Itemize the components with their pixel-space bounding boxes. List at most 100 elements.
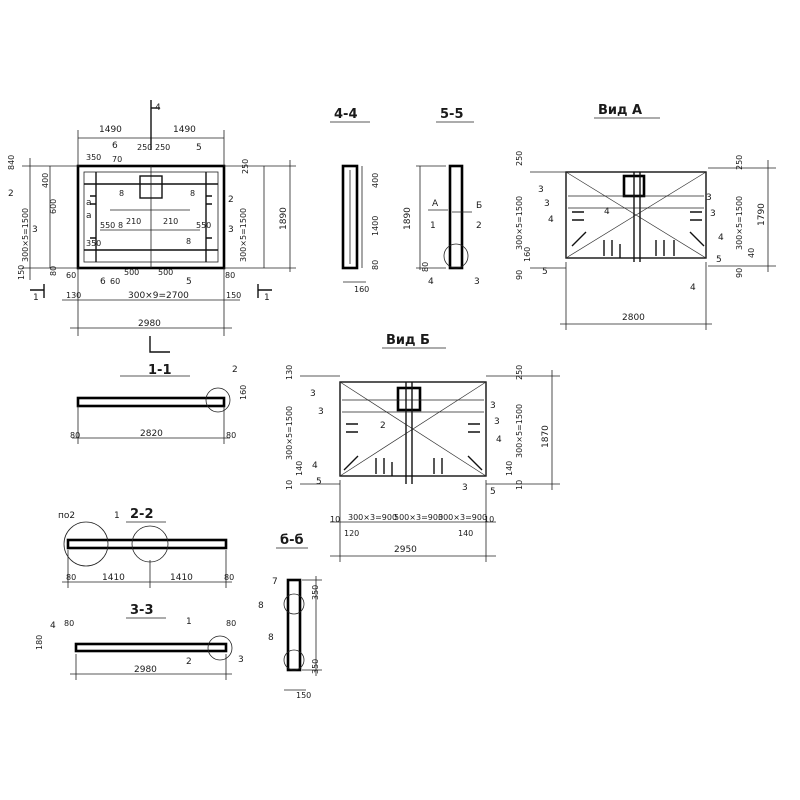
sec55-mark-A: А	[432, 199, 439, 209]
vidA-dim-1500-right: 300×5=1500	[735, 196, 744, 250]
sec55-dim-80: 80	[421, 262, 430, 272]
section-2-2: 2-2 80 1410 1410 80 по2 1	[58, 507, 234, 588]
sec11-dim-2820: 2820	[140, 429, 163, 439]
sec55-mark-2: 2	[476, 221, 482, 231]
sec33-mark-3: 3	[238, 655, 244, 665]
dim-top-small-2: 250	[155, 143, 170, 152]
section-5-5-title: 5-5	[440, 107, 464, 122]
sec33-dim-2980: 2980	[134, 665, 157, 675]
vidB-mark-3b: 3	[318, 407, 324, 417]
sec11-dim-80-right: 80	[226, 431, 236, 440]
vidA-dim-160: 160	[523, 247, 532, 262]
sec22-mark-1: 1	[114, 511, 120, 521]
sec55-mark-B: Б	[476, 201, 482, 211]
vidA-dim-1790: 1790	[757, 203, 767, 226]
cut-mark-1-left: 1	[33, 293, 39, 303]
vidB-mark-4b: 4	[496, 435, 502, 445]
vidA-dim-40: 40	[747, 248, 756, 258]
dim-top-small-1: 250	[137, 143, 152, 152]
dim-350-top: 350	[86, 153, 101, 162]
vidB-dim-1500-left: 300×5=1500	[285, 406, 294, 460]
cut-mark-2-left: 2	[8, 189, 14, 199]
view-A-title: Вид А	[598, 103, 642, 118]
dim-70: 70	[112, 155, 122, 164]
vidB-mark-3a: 3	[310, 389, 316, 399]
dim-right-1500: 300×5=1500	[239, 208, 248, 262]
sec33-dim-80-right: 80	[226, 619, 236, 628]
vidA-mark-5b: 5	[716, 255, 722, 265]
vidA-mark-5a: 5	[542, 267, 548, 277]
cut-mark-1-right: 1	[264, 293, 270, 303]
dim-500-b: 500	[158, 268, 173, 277]
vidA-dim-90-right: 90	[735, 268, 744, 278]
mark-8-a: 8	[119, 189, 124, 198]
vidA-mark-3c: 3	[706, 193, 712, 203]
sec55-dim-1890: 1890	[403, 207, 413, 230]
vidB-mark-3c: 3	[490, 401, 496, 411]
dim-left-80: 80	[49, 266, 58, 276]
dim-500-a: 500	[124, 268, 139, 277]
vidA-dim-90-left: 90	[515, 270, 524, 280]
sec66-mark-8-a: 8	[258, 601, 264, 611]
dim-left-150: 150	[17, 265, 26, 280]
section-6-6: б-б 350 350 150 7 8 8	[258, 533, 322, 700]
vidB-dim-140-left: 140	[295, 461, 304, 476]
vidB-dim-900-b: 500×3=900	[394, 513, 443, 522]
cut-mark-5-bottom: 5	[186, 277, 192, 287]
dim-2700: 300×9=2700	[128, 291, 189, 301]
vidB-dim-900-a: 300×3=900	[348, 513, 397, 522]
cut-mark-4: 4	[155, 103, 161, 113]
dim-right-250: 250	[241, 159, 250, 174]
vidA-dim-250-left: 250	[515, 151, 524, 166]
sec33-mark-1: 1	[186, 617, 192, 627]
dim-60-b: 60	[110, 277, 120, 286]
sec22-mark-po2: по2	[58, 511, 75, 521]
sec66-dim-350-top: 350	[311, 585, 320, 600]
cut-mark-3-left: 3	[32, 225, 38, 235]
vidB-dim-10-bottom-right: 10	[484, 515, 494, 524]
vidB-mark-4a: 4	[312, 461, 318, 471]
sec55-mark-3: 3	[474, 277, 480, 287]
vidA-mark-3d: 3	[710, 209, 716, 219]
vidB-mark-3e: 3	[462, 483, 468, 493]
vidB-dim-130: 130	[285, 365, 294, 380]
dim-60-a: 60	[66, 271, 76, 280]
mark-8-d: 8	[186, 237, 191, 246]
sec44-dim-1400: 1400	[371, 216, 380, 236]
sec11-mark-2: 2	[232, 365, 238, 375]
vidB-mark-2: 2	[380, 421, 386, 431]
sec22-dim-80-right: 80	[224, 573, 234, 582]
sec33-mark-4: 4	[50, 621, 56, 631]
vidB-dim-10-right: 10	[515, 480, 524, 490]
dim-left-400: 400	[41, 173, 50, 188]
sec66-mark-7: 7	[272, 577, 278, 587]
dim-150-bottom: 150	[226, 291, 241, 300]
vidA-dim-1500-left: 300×5=1500	[515, 196, 524, 250]
vidB-dim-900-c: 300×3=900	[438, 513, 487, 522]
section-5-5: 5-5 1890 80 А Б 1 2 3 4	[403, 107, 482, 287]
vidB-dim-10-left: 10	[285, 480, 294, 490]
sec55-mark-1: 1	[430, 221, 436, 231]
view-B-title: Вид Б	[386, 333, 430, 348]
sec66-mark-8-b: 8	[268, 633, 274, 643]
cut-mark-6-bottom: 6	[100, 277, 106, 287]
dim-left-840: 840	[7, 155, 16, 170]
sec22-dim-1410-b: 1410	[170, 573, 193, 583]
dim-550-b: 550	[196, 221, 211, 230]
vidB-dim-10-bottom-left: 10	[330, 515, 340, 524]
vidB-dim-1500-right: 300×5=1500	[515, 404, 524, 458]
vidB-mark-3d: 3	[494, 417, 500, 427]
sec66-dim-150: 150	[296, 691, 311, 700]
section-4-4: 4-4 400 1400 80 160	[330, 107, 380, 294]
vidA-mark-4c: 4	[718, 233, 724, 243]
section-2-2-title: 2-2	[130, 507, 154, 522]
dim-left-1500: 300×5=1500	[21, 208, 30, 262]
mark-a-2: a	[86, 211, 92, 221]
mark-8-b: 8	[190, 189, 195, 198]
dim-550-a: 550	[100, 221, 115, 230]
vidB-mark-5b: 5	[490, 487, 496, 497]
vidB-dim-2950: 2950	[394, 545, 417, 555]
sec55-mark-4: 4	[428, 277, 434, 287]
vidA-mark-4a: 4	[548, 215, 554, 225]
